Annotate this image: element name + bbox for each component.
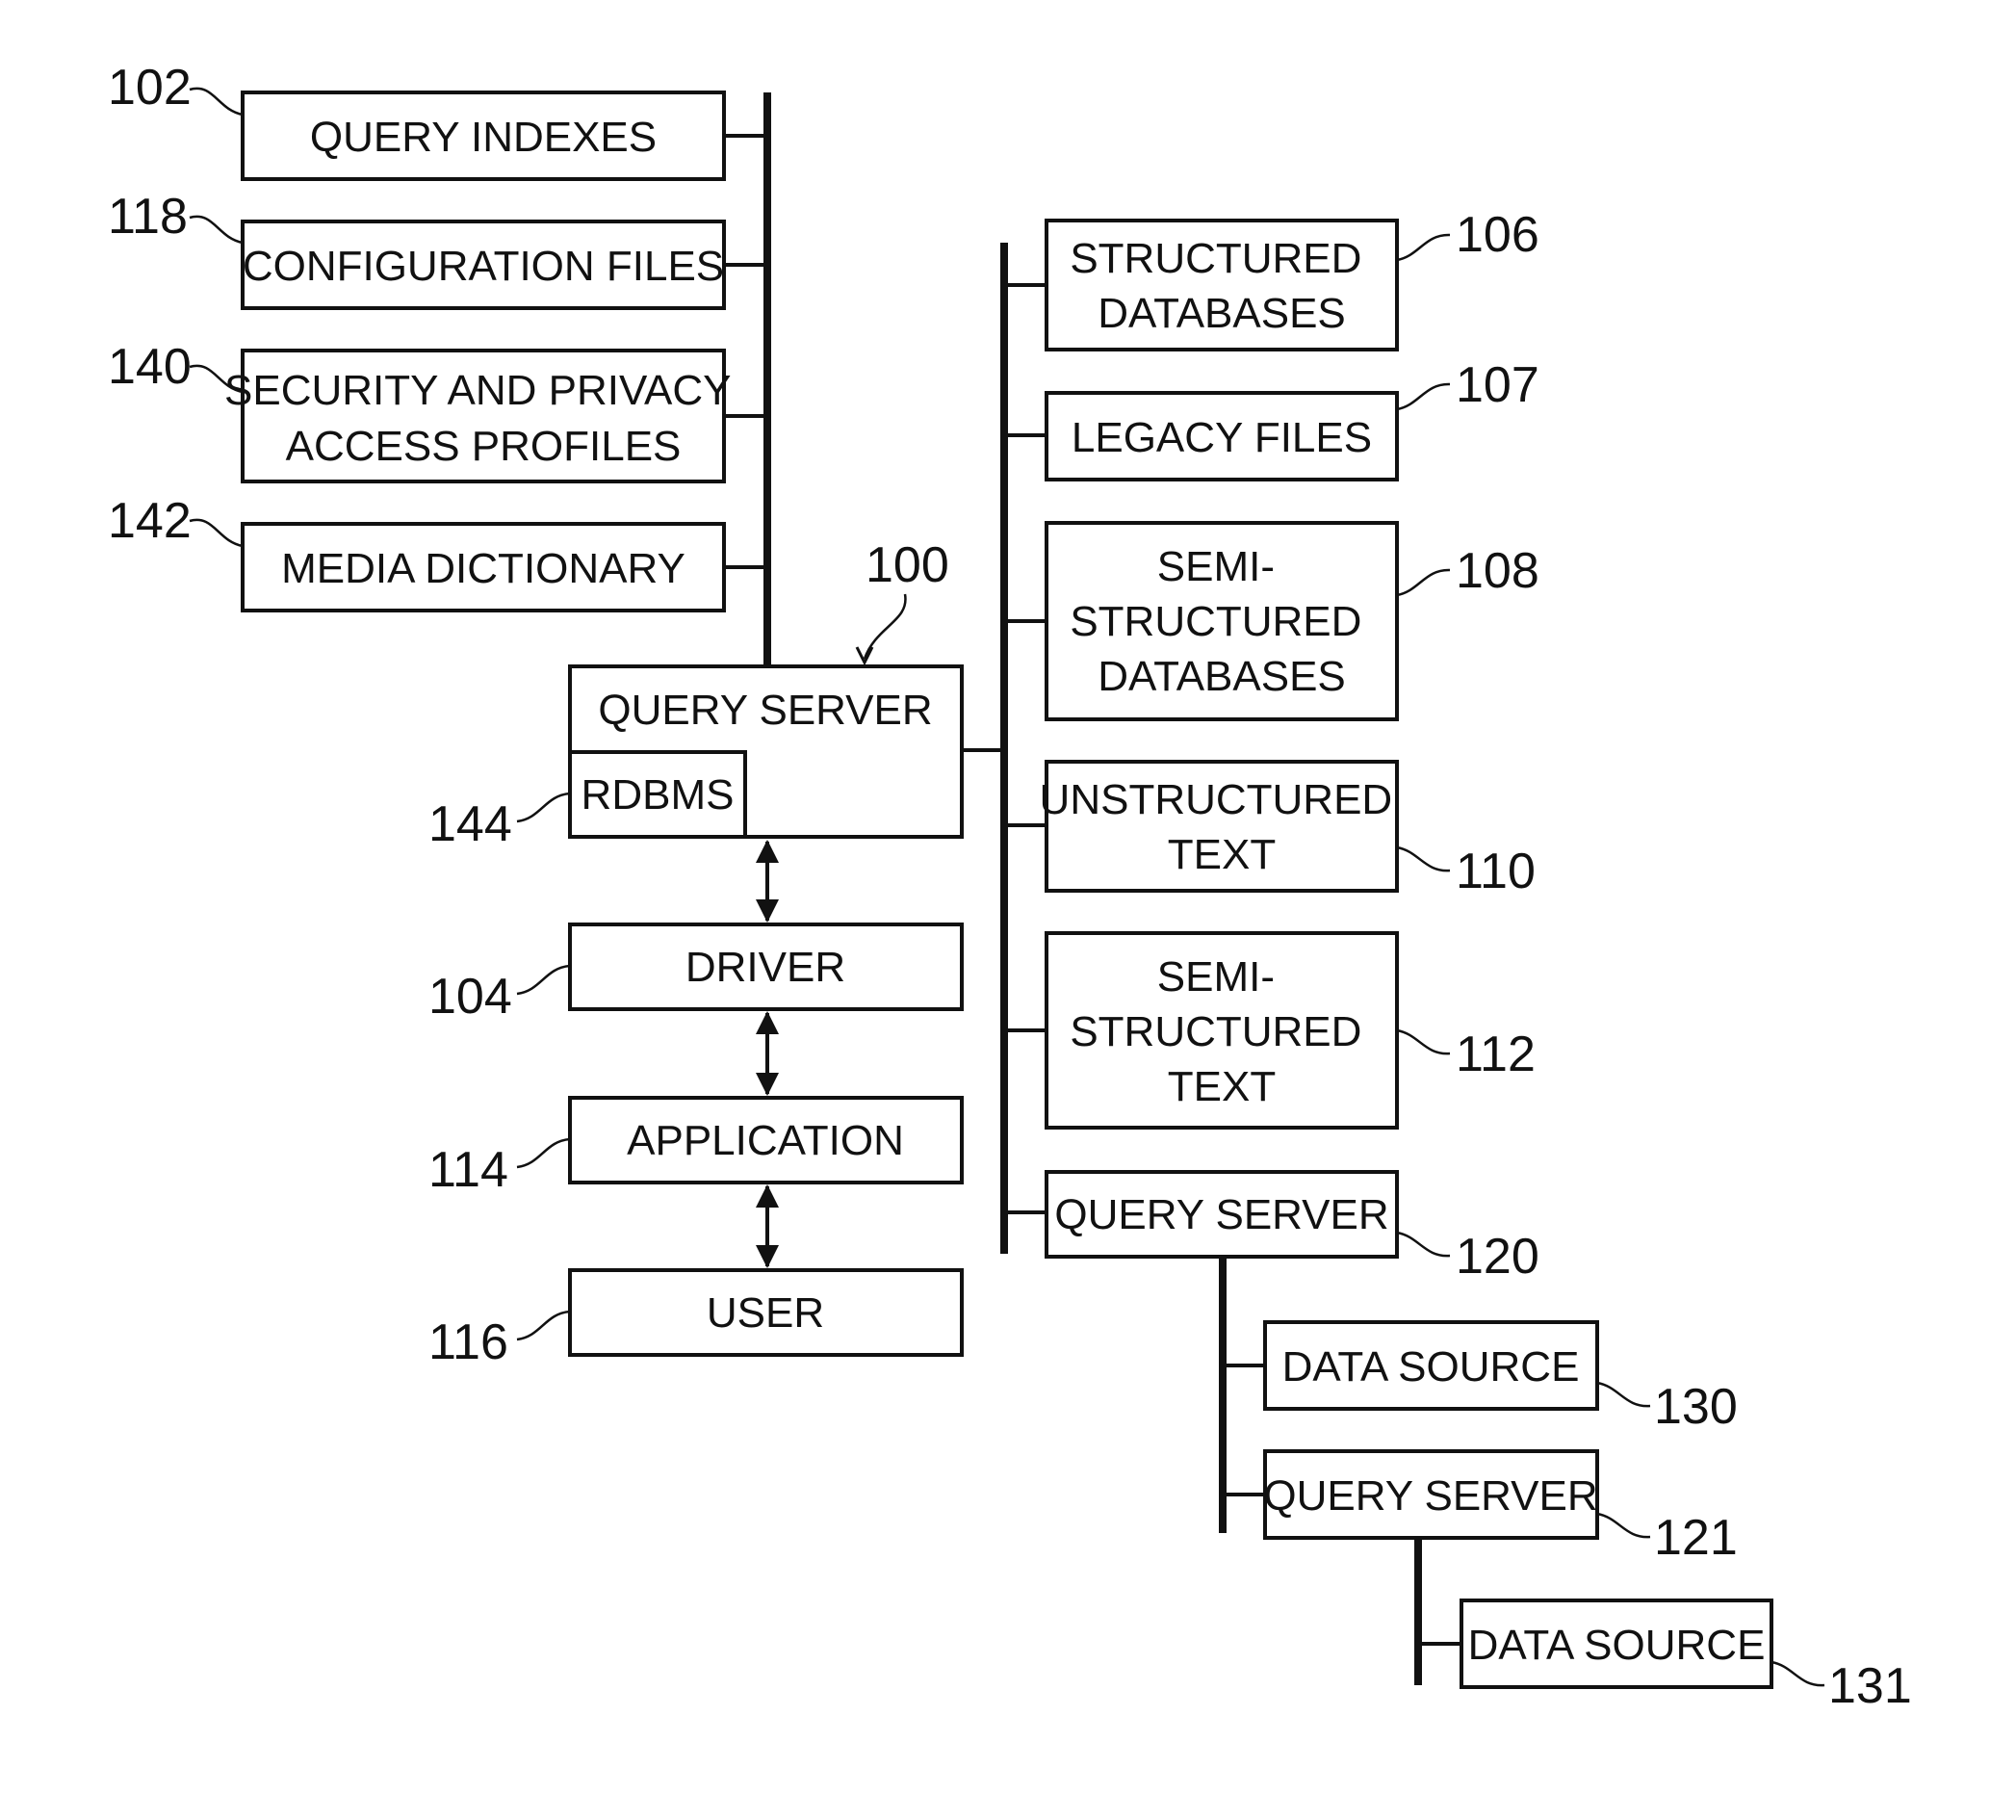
- security-profiles-label: SECURITY AND PRIVACY ACCESS PROFILES: [224, 367, 742, 470]
- semi-structured-text-label: SEMI- STRUCTURED TEXT: [1070, 953, 1373, 1110]
- user-label: USER: [707, 1289, 824, 1337]
- ref-131: 131: [1828, 1658, 1912, 1714]
- query-server-120-box: [1045, 1170, 1399, 1259]
- ref-102: 102: [108, 60, 192, 116]
- ref-108: 108: [1456, 543, 1539, 599]
- media-dictionary-box: [241, 522, 726, 612]
- data-source-131-label: DATA SOURCE: [1468, 1622, 1766, 1669]
- legacy-files-label: LEGACY FILES: [1072, 414, 1372, 461]
- leader-116: [516, 1310, 571, 1341]
- security-profiles-box: [241, 349, 726, 483]
- user-box: [568, 1268, 964, 1357]
- configuration-files-box: [241, 220, 726, 310]
- data-source-131-box: [1460, 1599, 1773, 1689]
- rdbms-label: RDBMS: [582, 771, 735, 819]
- data-source-130-box: [1263, 1320, 1599, 1411]
- driver-label: DRIVER: [685, 944, 845, 991]
- ref-100: 100: [866, 537, 949, 593]
- leader-112: [1396, 1028, 1451, 1055]
- configuration-files-label: CONFIGURATION FILES: [243, 243, 724, 290]
- query-server-main-label: QUERY SERVER: [598, 687, 932, 734]
- leader-108: [1396, 568, 1451, 597]
- media-dictionary-label: MEDIA DICTIONARY: [281, 545, 685, 592]
- query-indexes-label: QUERY INDEXES: [310, 114, 657, 161]
- leader-100-arrowhead: [855, 646, 874, 666]
- leader-121: [1596, 1512, 1651, 1539]
- ref-116: 116: [428, 1314, 508, 1370]
- ref-114: 114: [428, 1142, 508, 1198]
- data-source-130-label: DATA SOURCE: [1282, 1343, 1580, 1391]
- semi-structured-databases-label: SEMI- STRUCTURED DATABASES: [1070, 543, 1373, 700]
- driver-box: [568, 923, 964, 1011]
- leader-114: [516, 1137, 571, 1169]
- leader-107: [1396, 382, 1451, 411]
- leader-144: [516, 792, 571, 823]
- leader-142: [189, 518, 244, 548]
- query-server-121-box: [1263, 1449, 1599, 1540]
- ref-104: 104: [428, 969, 512, 1025]
- ref-106: 106: [1456, 207, 1539, 263]
- semi-structured-databases-box: [1045, 521, 1399, 721]
- ref-130: 130: [1654, 1379, 1738, 1435]
- ref-112: 112: [1456, 1027, 1536, 1082]
- ref-140: 140: [108, 339, 192, 395]
- ref-107: 107: [1456, 357, 1539, 413]
- semi-structured-text-box: [1045, 931, 1399, 1130]
- ref-120: 120: [1456, 1229, 1539, 1285]
- leader-102: [189, 87, 244, 117]
- leader-140: [189, 364, 244, 394]
- leader-131: [1770, 1660, 1825, 1687]
- ref-144: 144: [428, 796, 512, 852]
- ref-142: 142: [108, 493, 192, 549]
- query-server-121-label: QUERY SERVER: [1263, 1472, 1597, 1520]
- leader-120: [1396, 1231, 1451, 1258]
- query-server-120-label: QUERY SERVER: [1054, 1191, 1388, 1238]
- leader-100: [863, 593, 907, 660]
- query-indexes-box: [241, 91, 726, 181]
- ref-121: 121: [1654, 1510, 1738, 1566]
- leader-106: [1396, 233, 1451, 262]
- unstructured-text-label: UNSTRUCTURED TEXT: [1040, 776, 1405, 878]
- legacy-files-box: [1045, 391, 1399, 481]
- unstructured-text-box: [1045, 760, 1399, 893]
- application-label: APPLICATION: [627, 1117, 904, 1164]
- leader-118: [189, 215, 244, 245]
- leader-104: [516, 964, 571, 996]
- application-box: [568, 1096, 964, 1184]
- ref-110: 110: [1456, 844, 1536, 899]
- leader-110: [1396, 845, 1451, 872]
- structured-databases-box: [1045, 219, 1399, 351]
- rdbms-box: [568, 750, 747, 839]
- structured-databases-label: STRUCTURED DATABASES: [1070, 235, 1373, 337]
- ref-118: 118: [108, 189, 188, 245]
- leader-130: [1596, 1381, 1651, 1408]
